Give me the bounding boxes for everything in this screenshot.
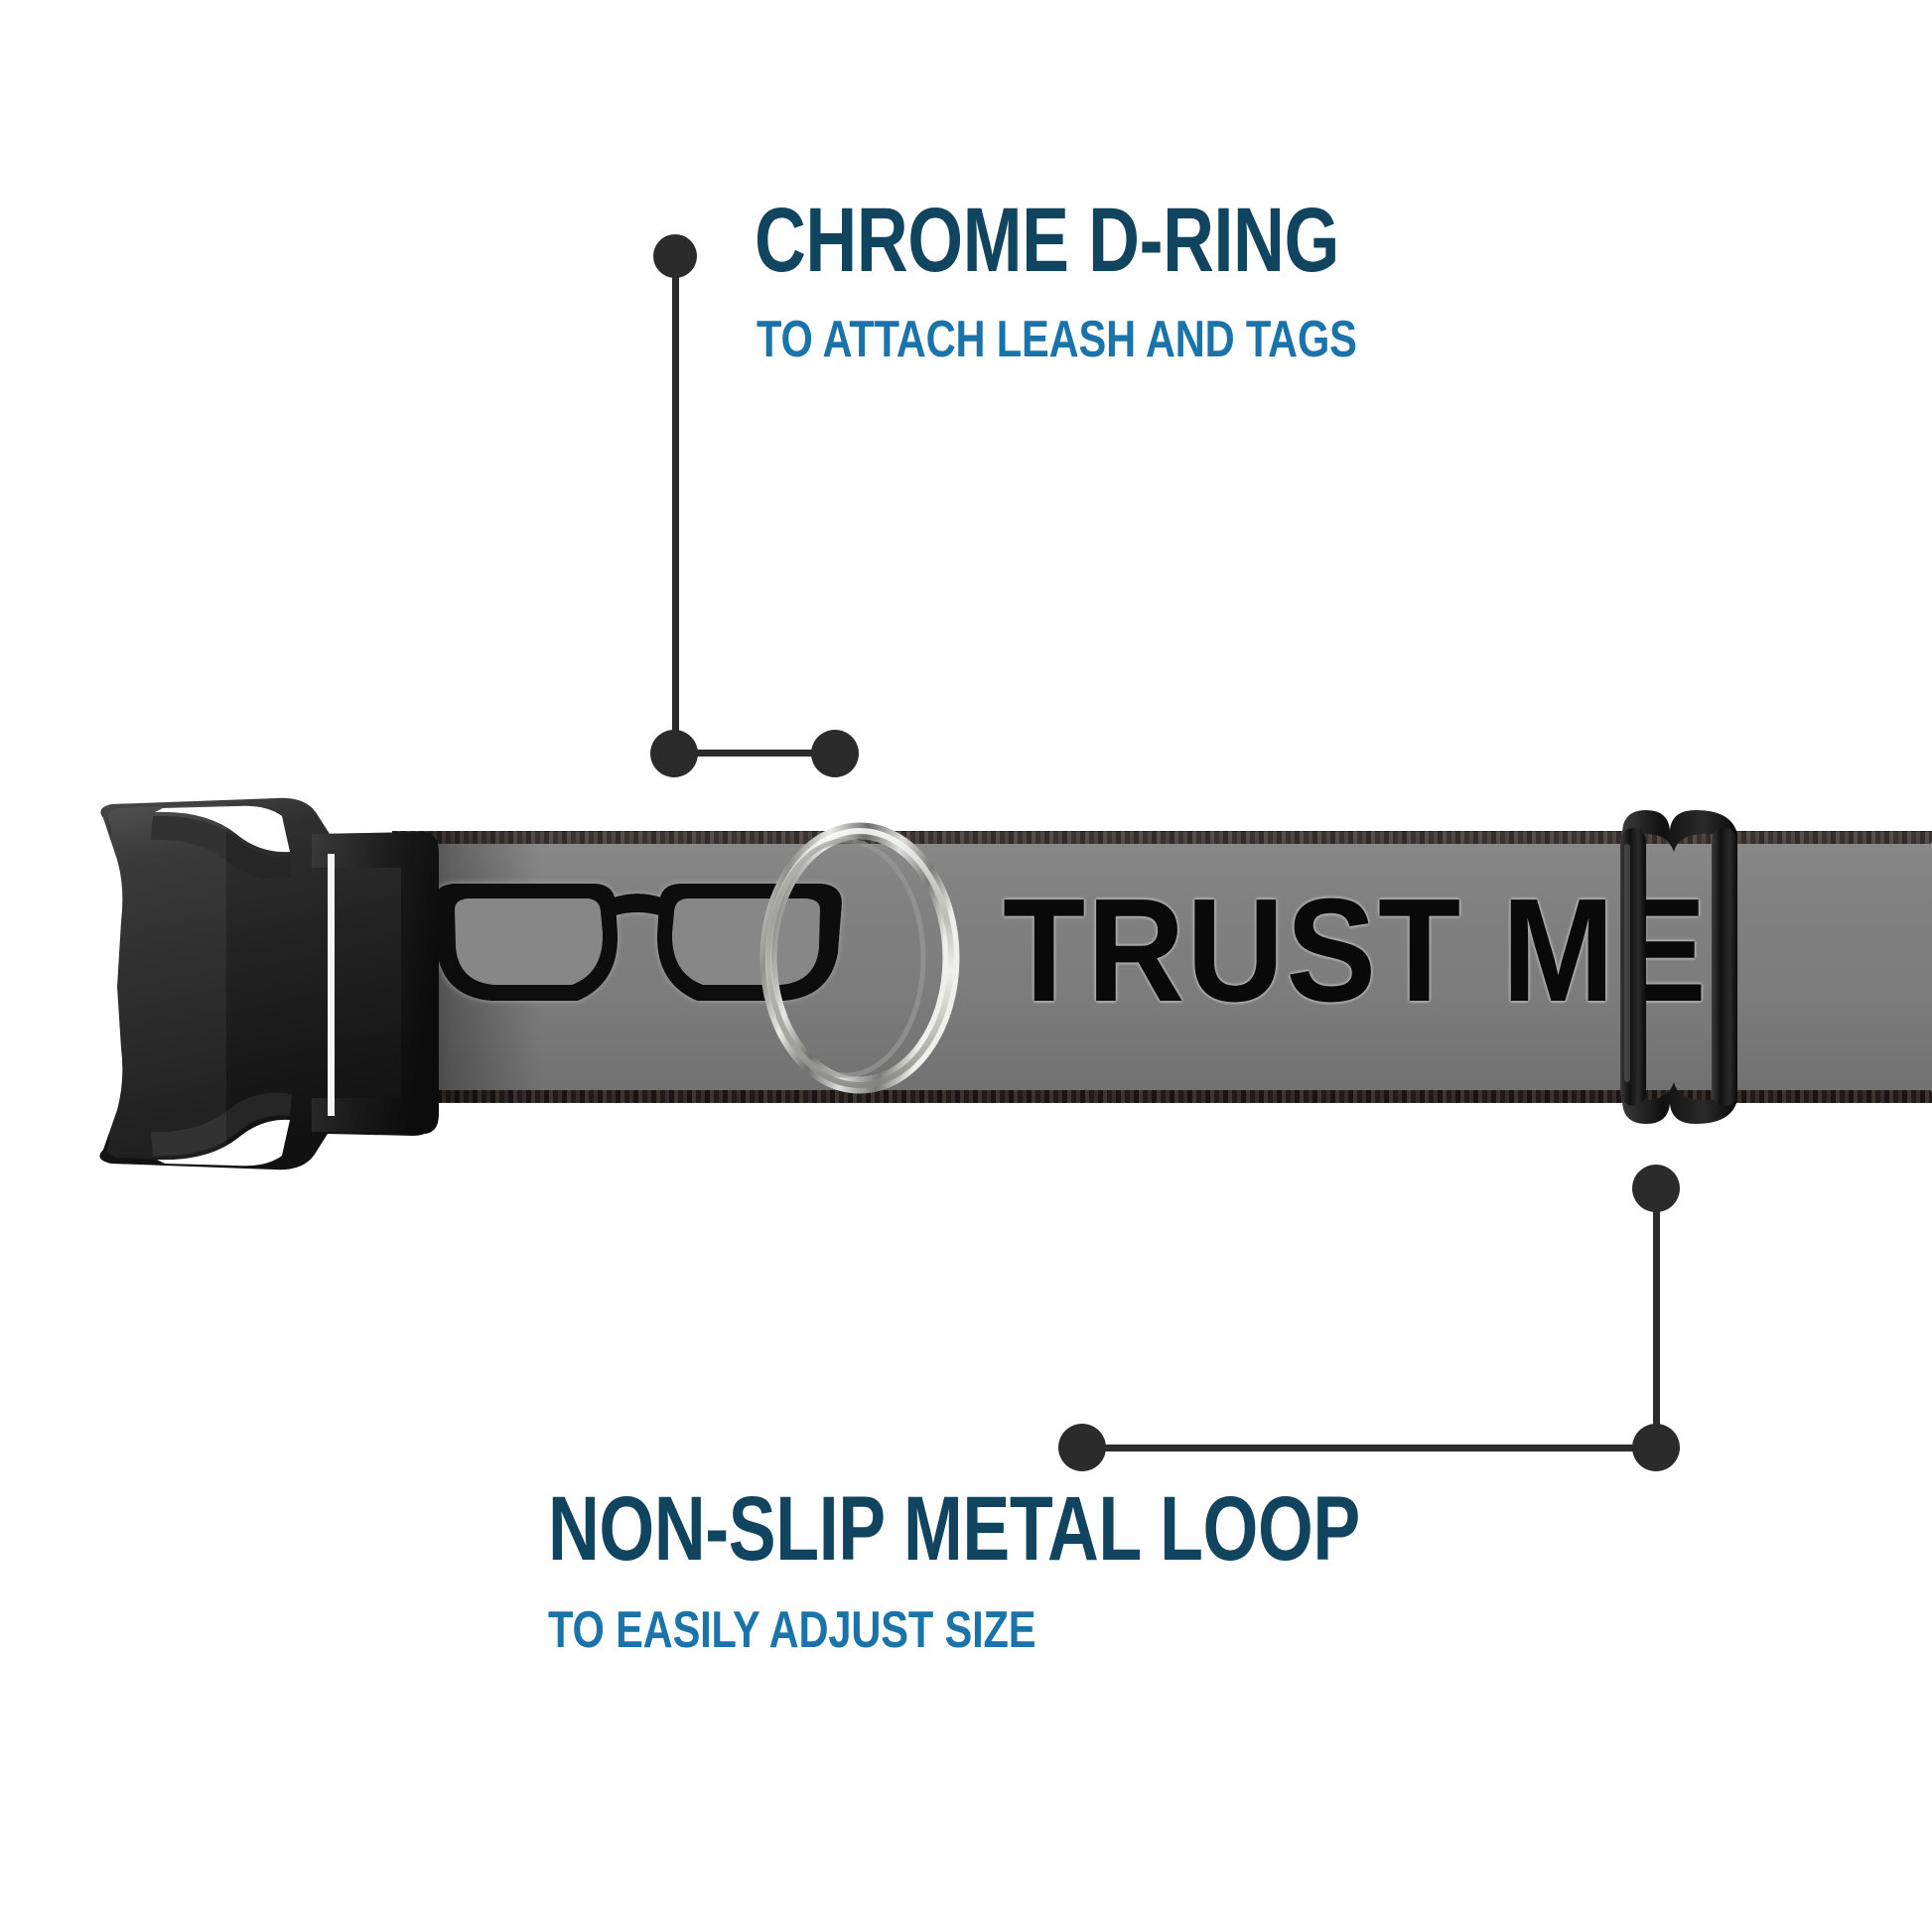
loop-left-bar [1620, 828, 1646, 1106]
chrome-d-ring[interactable] [759, 784, 961, 1132]
buckle-slot-rim [312, 832, 439, 1134]
callout-subtitle-chrome-d-ring: TO ATTACH LEASH AND TAGS [757, 311, 1357, 368]
buckle-notch-top [155, 805, 290, 853]
leader-line-horizontal-chrome-d-ring [674, 750, 833, 757]
non-slip-metal-loop[interactable] [1608, 804, 1755, 1130]
leader-dot-target-chrome-d-ring [811, 730, 859, 777]
buckle-body [99, 797, 437, 1171]
loop-right-bar [1712, 828, 1737, 1106]
leader-line-vertical-chrome-d-ring [672, 256, 679, 753]
loop-top-bar [1622, 810, 1737, 852]
webbing-text: TRUST ME [1003, 869, 1709, 1033]
side-release-buckle[interactable] [77, 782, 443, 1189]
webbing-top-edge [392, 831, 1932, 844]
buckle-prong-top [151, 815, 292, 880]
loop-highlight [1624, 844, 1630, 1082]
loop-bottom-bar [1622, 1082, 1737, 1124]
leader-line-vertical-non-slip-metal-loop [1653, 1186, 1660, 1447]
webbing-bottom-edge [392, 1090, 1932, 1103]
buckle-notch-bottom [157, 1119, 290, 1167]
buckle-sheen [106, 804, 226, 1162]
d-ring-inner [765, 838, 926, 1078]
leader-dot-end-non-slip-metal-loop [1058, 1424, 1106, 1471]
callout-subtitle-non-slip-metal-loop: TO EASILY ADJUST SIZE [548, 1601, 1036, 1659]
buckle-prong-bottom [151, 1092, 292, 1157]
buckle-slot-highlight [328, 854, 335, 1116]
callout-title-non-slip-metal-loop: NON-SLIP METAL LOOP [548, 1478, 1360, 1580]
callout-title-chrome-d-ring: CHROME D-RING [755, 190, 1339, 291]
sunglasses-icon [433, 884, 842, 1001]
leader-line-horizontal-non-slip-metal-loop [1079, 1445, 1655, 1451]
